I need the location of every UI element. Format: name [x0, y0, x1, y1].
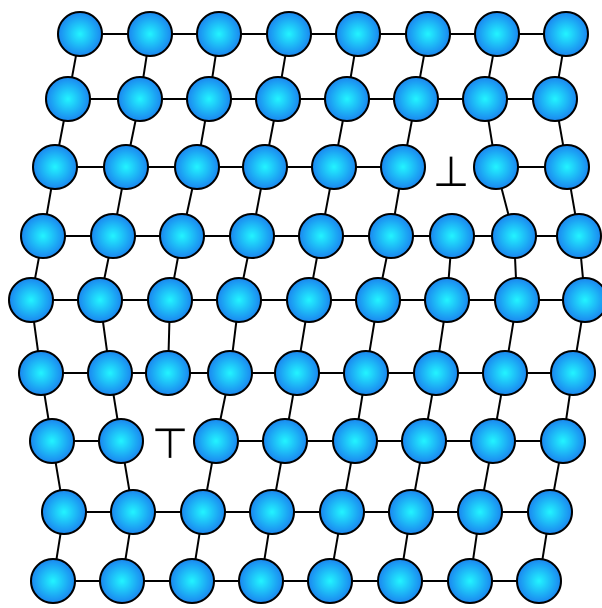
- atom: [99, 419, 143, 463]
- atom: [194, 419, 238, 463]
- atom: [474, 145, 518, 189]
- negative-edge-dislocation-symbol: ⊥: [433, 147, 470, 196]
- atom: [175, 145, 219, 189]
- atom: [312, 145, 356, 189]
- atom-layer: [9, 12, 602, 603]
- atom: [557, 214, 601, 258]
- atom: [333, 419, 377, 463]
- atom: [308, 559, 352, 603]
- atom: [381, 145, 425, 189]
- atom: [533, 77, 577, 121]
- atom: [545, 145, 589, 189]
- atom: [239, 559, 283, 603]
- atom: [197, 12, 241, 56]
- atom: [104, 145, 148, 189]
- atom: [58, 12, 102, 56]
- atom: [230, 214, 274, 258]
- atom: [378, 559, 422, 603]
- atom: [275, 351, 319, 395]
- atom: [208, 351, 252, 395]
- atom: [31, 559, 75, 603]
- atom: [160, 214, 204, 258]
- atom: [118, 77, 162, 121]
- atom: [33, 145, 77, 189]
- atom: [458, 490, 502, 534]
- atom: [551, 351, 595, 395]
- atom: [148, 278, 192, 322]
- atom: [394, 77, 438, 121]
- atom: [250, 490, 294, 534]
- atom: [369, 214, 413, 258]
- atom: [256, 77, 300, 121]
- atom: [463, 77, 507, 121]
- atom: [46, 77, 90, 121]
- atom: [414, 351, 458, 395]
- atom: [402, 419, 446, 463]
- atom: [483, 351, 527, 395]
- atom: [430, 214, 474, 258]
- atom: [320, 490, 364, 534]
- atom: [492, 214, 536, 258]
- atom: [389, 490, 433, 534]
- atom: [528, 490, 572, 534]
- atom: [299, 214, 343, 258]
- atom: [146, 351, 190, 395]
- atom: [544, 12, 588, 56]
- atom: [425, 278, 469, 322]
- atom: [111, 490, 155, 534]
- atom: [471, 419, 515, 463]
- atom: [541, 419, 585, 463]
- atom: [9, 278, 53, 322]
- atom: [325, 77, 369, 121]
- atom: [170, 559, 214, 603]
- atom: [128, 12, 172, 56]
- atom: [517, 559, 561, 603]
- atom: [344, 351, 388, 395]
- positive-edge-dislocation-symbol: ⊤: [152, 419, 189, 468]
- atom: [42, 490, 86, 534]
- atom: [243, 145, 287, 189]
- atom: [475, 12, 519, 56]
- atom: [78, 278, 122, 322]
- atom: [495, 278, 539, 322]
- atom: [287, 278, 331, 322]
- atom: [21, 214, 65, 258]
- atom: [187, 77, 231, 121]
- atom: [217, 278, 261, 322]
- atom: [91, 214, 135, 258]
- atom: [356, 278, 400, 322]
- atom: [181, 490, 225, 534]
- atom: [563, 278, 602, 322]
- atom: [448, 559, 492, 603]
- atom: [263, 419, 307, 463]
- atom: [267, 12, 311, 56]
- atom: [88, 351, 132, 395]
- atom: [406, 12, 450, 56]
- atom: [19, 351, 63, 395]
- atom: [30, 419, 74, 463]
- atom: [336, 12, 380, 56]
- atom: [100, 559, 144, 603]
